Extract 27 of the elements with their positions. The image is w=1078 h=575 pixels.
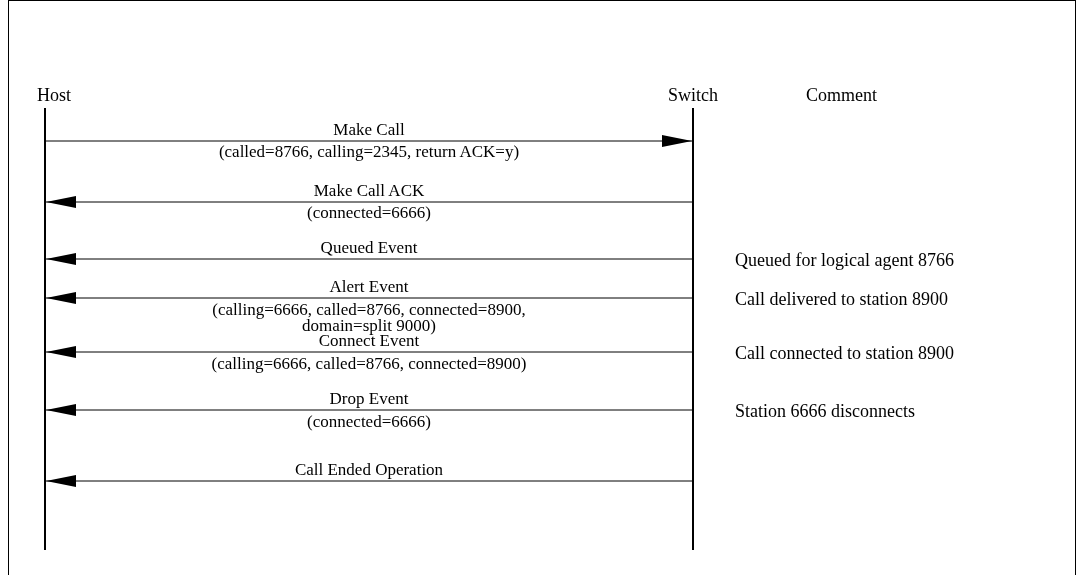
arrow bbox=[45, 346, 693, 358]
comment-text: Call connected to station 8900 bbox=[735, 344, 955, 362]
edge-label: Queued Event bbox=[319, 240, 419, 256]
edge-label: Make Call bbox=[332, 122, 406, 138]
lifeline bbox=[44, 108, 46, 550]
column-header: Comment bbox=[806, 86, 878, 104]
comment-text: Call delivered to station 8900 bbox=[735, 290, 949, 308]
lifeline-header: Host bbox=[37, 86, 71, 104]
lifeline-header: Switch bbox=[668, 86, 718, 104]
parameter-text: (called=8766, calling=2345, return ACK=y) bbox=[217, 144, 521, 160]
arrow bbox=[45, 253, 693, 265]
edge-label: Call Ended Operation bbox=[293, 462, 445, 478]
parameter-text: (connected=6666) bbox=[306, 205, 432, 221]
arrow bbox=[45, 135, 693, 147]
lifeline bbox=[692, 108, 694, 550]
parameter-text: (calling=6666, called=8766, connected=8900, domain=split 9000) bbox=[211, 302, 527, 334]
comment-text: Station 6666 disconnects bbox=[735, 402, 916, 420]
arrow bbox=[45, 196, 693, 208]
parameter-text: (connected=6666) bbox=[306, 414, 432, 430]
comment-text: Queued for logical agent 8766 bbox=[735, 251, 955, 269]
edge-label: Alert Event bbox=[328, 279, 410, 295]
arrow bbox=[45, 404, 693, 416]
arrow bbox=[45, 292, 693, 304]
edge-label: Drop Event bbox=[328, 391, 410, 407]
edge-label: Make Call ACK bbox=[312, 183, 426, 199]
parameter-text: (calling=6666, called=8766, connected=8900) bbox=[210, 356, 528, 372]
arrow bbox=[45, 475, 693, 487]
